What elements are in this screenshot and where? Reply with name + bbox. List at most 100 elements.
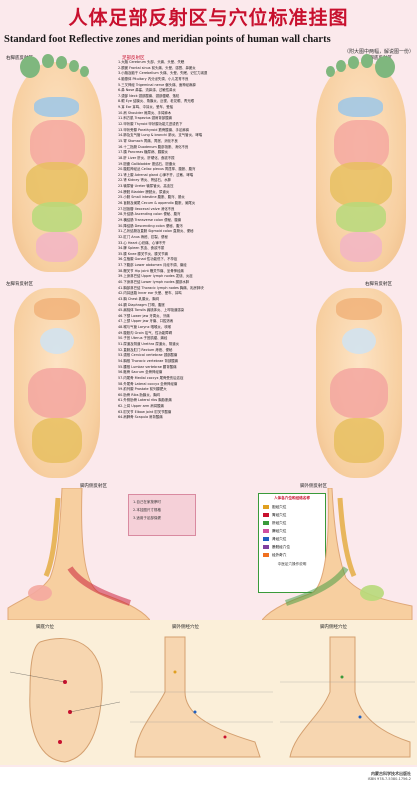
reflex-list-item: 10.肩 Shoulder 肩周炎、手臂麻木 [118,110,172,115]
reflex-list-item: 33.心 Heart 心绞痛、心律不齐 [118,240,166,245]
reflex-list-item: 44.膈 Diaphragm 打嗝、腹胀 [118,302,165,307]
reflex-list-item: 61.外侧肋骨 Lateral ribs 胸胁胀痛 [118,398,172,403]
legend-subtitle: 中医足穴操作说明 [277,562,307,566]
reflex-list-item: 51.尿道及阴道 Urethra 尿道炎、阴道炎 [118,342,180,347]
right-toe-2 [42,54,54,68]
reflex-list-item: 40.下身淋巴结 Lower lymph nodes 腿部水肿 [118,279,190,284]
right-toe-3 [56,56,67,69]
publisher: 内蒙古科学技术出版社 [371,771,411,776]
legend-item: 胃经穴位 [263,511,321,519]
label-left-dorsum: 左脚背反射区 [6,282,33,287]
reflex-list-item: 38.髋关节 Hip joint 髋关节痛、坐骨神经痛 [118,268,184,273]
reflex-list-item: 55.腰椎 Lumbar vertebrae 腰背酸痛 [118,364,177,369]
reflex-list-item: 39.上身淋巴结 Upper lymph nodes 发烧、炎症 [118,274,193,279]
left-dorsum-diagram [14,288,100,478]
reflex-list-item: 13.甲状旁腺 Parathyroid 筋骨酸痛、手足麻痹 [118,127,190,132]
legend-label: 胃经穴位 [272,512,287,517]
reflex-list-item: 50.子宫 Uterus 子宫肌瘤、痛经 [118,336,168,341]
reflex-list-item: 21.肾上腺 Adrenal gland 心律不齐、过敏、哮喘 [118,172,194,177]
reflex-list-item: 25.小肠 Small intestine 腹胀、腹泻、肠炎 [118,195,185,200]
right-toe-4 [69,60,79,72]
legend-item: 肾经穴位 [263,535,321,543]
reflex-list-item: 11.斜方肌 Trapezius 颈肩背部酸痛 [118,116,172,121]
legend-swatch [263,553,269,557]
label-dorsum-points: 脚外侧经穴位 [172,625,199,630]
reflex-list-item: 17.胰 Pancreas 糖尿病、胰腺炎 [118,150,168,155]
legend-label: 肝经穴位 [272,520,287,525]
reflex-list-item: 35.膝 Knee 膝关节炎、膝关节痛 [118,251,168,256]
reflex-list-item: 64.肩胛骨 Scapula 肩背酸痛 [118,415,163,420]
subtitle-note: （附大图中两幅，解说图一份） [343,49,414,55]
reflex-list-item: 14.肺及支气管 Lung & bronchi 肺炎、支气管炎、哮喘 [118,133,203,138]
reflex-list-item: 32.肛门 Anus 痔疮、肛裂、便秘 [118,234,168,239]
meridian-legend: 人体各穴位和经络名称 胆经穴位胃经穴位肝经穴位脾经穴位肾经穴位膀胱经穴位经外奇穴… [258,493,326,593]
reflex-list-item: 27.回盲瓣 Ileocecal valve 消化不良 [118,206,175,211]
reflex-list-item: 45.扁桃体 Tonsils 扁桃体炎、上呼吸道感染 [118,308,185,313]
reflex-list-item: 15.胃 Stomach 胃痛、胃胀、消化不良 [118,138,178,143]
isbn: ISBN 978-7-5380-1756-2 [367,777,411,781]
reflex-list-item: 53.颈椎 Cervical vertebrae 颈部酸痛 [118,353,178,358]
reflex-list-item: 28.升结肠 Ascending colon 便秘、腹泻 [118,212,181,217]
legend-item: 胆经穴位 [263,503,321,511]
reflex-list-item: 26.盲肠及阑尾 Cecum & appendix 腹胀、阑尾炎 [118,201,196,206]
reflex-list-item: 18.肝 Liver 肝炎、肝硬化、食欲不振 [118,155,175,160]
legend-label: 经外奇穴 [272,552,287,557]
label-sole-points: 脚底穴位 [36,625,54,630]
label-outer-ankle: 脚外侧反射区 [300,484,327,489]
right-sole-diagram [12,62,102,272]
outer-ankle-diagram [262,488,413,620]
reflex-list-item: 63.肘关节 Elbow joint 肘关节酸痛 [118,409,172,414]
right-dorsum-diagram [316,288,402,478]
reflex-list-item: 54.胸椎 Thoracic vertebrae 背部酸痛 [118,358,179,363]
inner-points-diagram [280,636,415,758]
reflex-list-item: 52.直肠及肛门 Rectum 痔疮、便秘 [118,347,173,352]
reflex-list-item: 4.脑垂体 Pituitary 内分泌失调、小儿发育不良 [118,76,189,81]
reflex-list-item: 41.胸部淋巴结 Thoracic lymph nodes 胸痛、乳房肿块 [118,285,204,290]
reflex-list-item: 7.颈部 Neck 颈部酸痛、颈部僵硬、落枕 [118,93,180,98]
legend-swatch [263,545,269,549]
reflex-list-item: 22.肾 Kidney 肾炎、肾结石、水肿 [118,178,172,183]
legend-swatch [263,505,269,509]
left-toe-2 [361,54,373,68]
reflex-list-item: 31.乙状结肠及直肠 Sigmoid colon 直肠炎、便秘 [118,229,194,234]
legend-label: 脾经穴位 [272,528,287,533]
page-subtitle: Standard foot Reflective zones and merid… [4,34,331,45]
reflex-list-item: 60.肋骨 Ribs 肋膜炎、胸闷 [118,392,160,397]
reflex-list-item: 8.眼 Eye 结膜炎、角膜炎、近视、老花眼、青光眼 [118,99,195,104]
usage-note-line: 3.适用于足部保健 [133,515,161,520]
left-big-toe [375,56,395,78]
reflex-list-item: 37.下腹部 Lower abdomen 月经不调、痛经 [118,263,187,268]
reflex-list-item: 3.小脑及脑干 Cerebellum 头痛、头晕、失眠、记忆力减退 [118,71,208,76]
reflex-list-item: 43.胸 Chest 乳腺炎、胸闷 [118,296,159,301]
legend-title: 人体各穴位和经络名称 [274,496,310,500]
reflex-list-item: 56.骶骨 Sacrum 坐骨神经痛 [118,370,163,375]
legend-label: 胆经穴位 [272,504,287,509]
label-inner-ankle: 脚内侧反射区 [80,484,107,489]
legend-swatch [263,513,269,517]
reflex-list-item: 19.胆囊 Gallbladder 胆结石、胆囊炎 [118,161,176,166]
left-toe-4 [336,60,346,72]
label-inner-points: 脚内侧经穴位 [320,625,347,630]
reflex-list-item: 5.三叉神经 Trigeminal nerve 偏头痛、面神经麻痹 [118,82,196,87]
reflex-list-item: 29.横结肠 Transverse colon 便秘、腹痛 [118,217,182,222]
reflex-list-item: 24.膀胱 Bladder 膀胱炎、尿道炎 [118,189,170,194]
legend-item: 肝经穴位 [263,519,321,527]
footer: 内蒙古科学技术出版社 ISBN 978-7-5380-1756-2 [0,767,417,787]
reflex-list-item: 47.上颌 Upper jaw 牙痛、口腔溃疡 [118,319,174,324]
legend-item: 经外奇穴 [263,551,321,559]
reflex-list-item: 58.外尾骨 Lateral coccyx 坐骨神经痛 [118,381,178,386]
reflex-list-item: 20.腹腔神经丛 Celiac plexus 胃痉挛、腹胀、腹泻 [118,167,196,172]
left-toe-3 [348,56,359,69]
legend-item: 脾经穴位 [263,527,321,535]
usage-note-line: 1.自己在家按摩时 [133,499,161,504]
sole-points-diagram [10,638,120,763]
usage-note-line: 2.本挂图尺寸规格 [133,507,161,512]
legend-swatch [263,537,269,541]
inner-ankle-diagram [7,488,150,620]
reflex-list-item: 9.耳 Ear 耳鸣、中耳炎、晕车、晕船 [118,105,174,110]
page-title: 人体足部反射区与穴位标准挂图 [68,7,349,29]
legend-item: 膀胱经穴位 [263,543,321,551]
usage-note-box: 1.自己在家按摩时 2.本挂图尺寸规格 3.适用于足部保健 [128,494,196,536]
left-sole-diagram [316,62,406,272]
